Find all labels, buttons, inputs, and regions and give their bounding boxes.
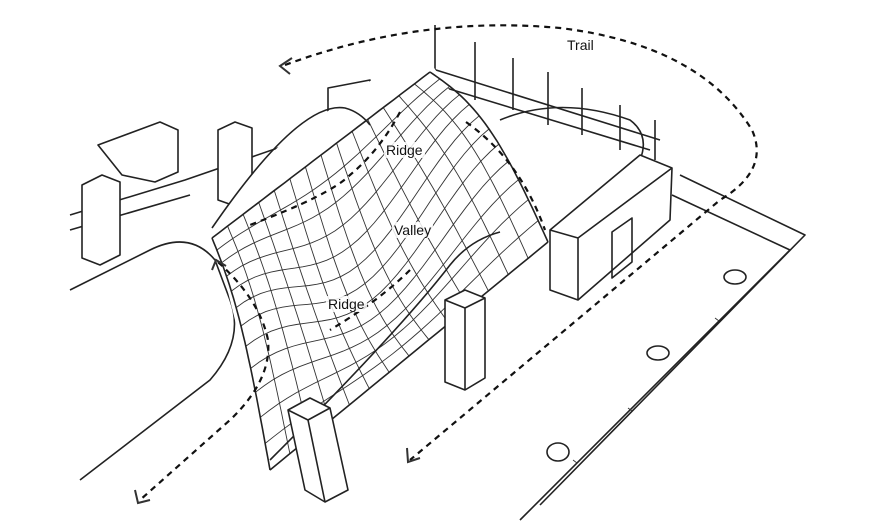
mesh-line [273,190,350,406]
ridge-edge [499,106,645,161]
mesh-line [429,71,549,243]
ridge-label-lower: Ridge [326,296,367,312]
ridge-label-upper: Ridge [384,142,425,158]
pillars [287,289,486,503]
mesh-line [336,142,430,340]
trail-paths [134,24,758,505]
trail-label: Trail [565,37,596,53]
ridge-edge [211,106,371,229]
valley-label: Valley [392,222,434,238]
mesh-line [382,107,489,292]
mesh-line [242,214,311,438]
mesh-line [211,71,431,239]
right-building [549,154,673,301]
left-walls [81,121,253,266]
mesh-line [320,154,410,357]
mesh-line [258,202,331,422]
mesh-line [414,83,529,259]
mesh-line [351,131,450,324]
